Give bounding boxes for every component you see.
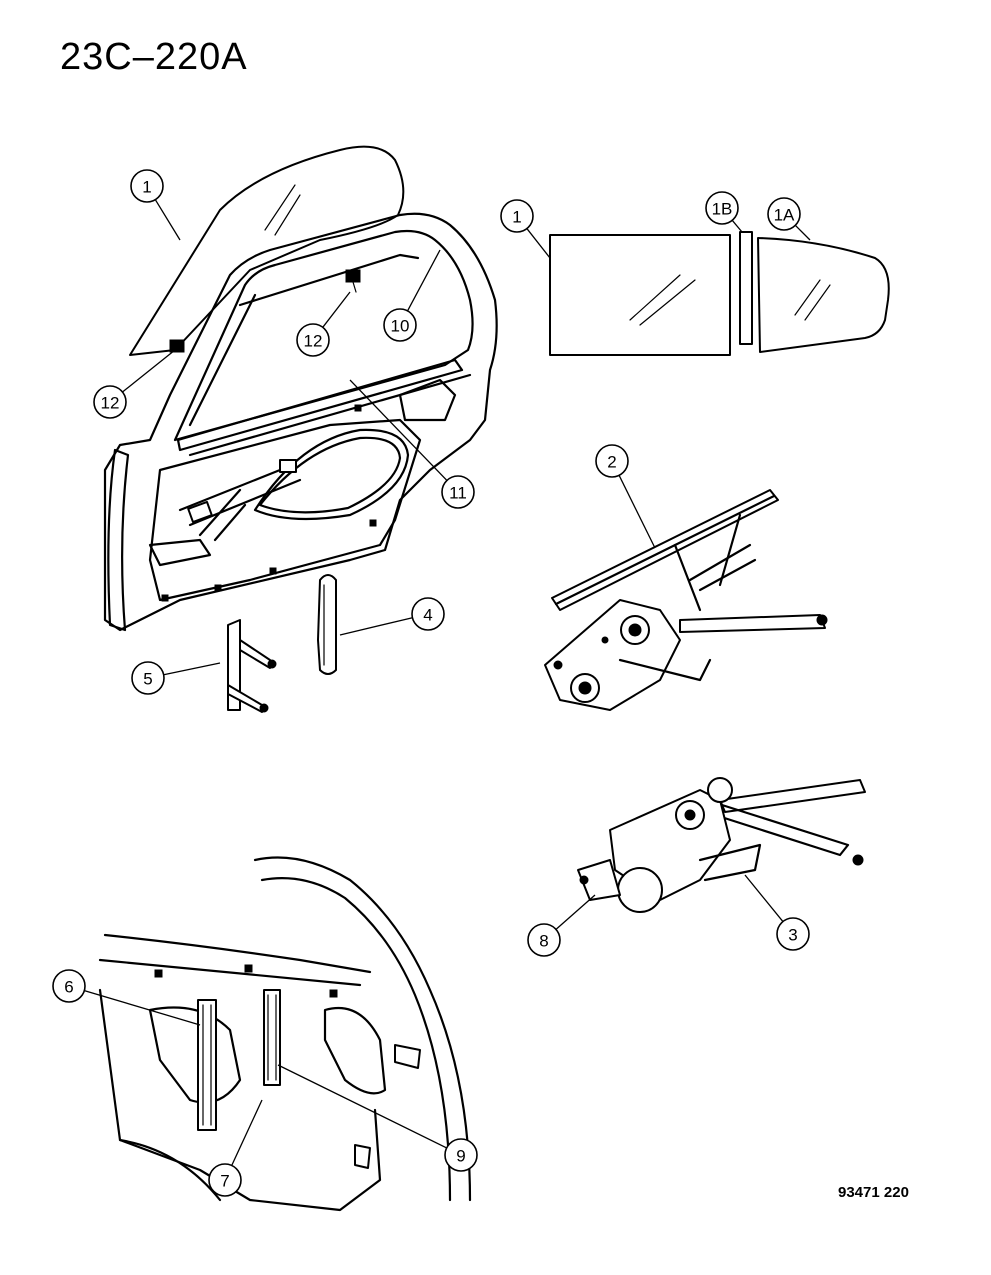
figure-number: 93471 220 — [838, 1184, 909, 1201]
callout-leader-line — [231, 1099, 263, 1166]
callout-leader-line — [794, 224, 811, 241]
callout-label: 12 — [304, 332, 323, 351]
door-inner-panel-drawing — [98, 856, 472, 1212]
callout-label: 4 — [423, 606, 432, 625]
callout-circle — [296, 323, 330, 357]
regulator-motor-drawing — [577, 777, 866, 913]
callout-circle — [52, 969, 86, 1003]
callout-circle — [705, 191, 739, 225]
callout-leader-line — [339, 617, 413, 636]
callout-label: 2 — [607, 453, 616, 472]
callout-circle — [93, 385, 127, 419]
callout-1: 1 — [500, 199, 551, 259]
callout-circle — [500, 199, 534, 233]
callout-circle — [444, 1138, 478, 1172]
callout-1A: 1A — [767, 197, 811, 241]
callout-label: 6 — [64, 978, 73, 997]
callout-label: 1A — [774, 206, 795, 225]
callout-leader-line — [526, 228, 551, 259]
callout-leader-line — [122, 349, 176, 393]
callout-label: 1 — [512, 208, 521, 227]
callout-leader-line — [406, 249, 441, 312]
diagram-id: 23C–220A — [60, 36, 248, 78]
callout-leader-line — [322, 291, 351, 328]
callout-12: 12 — [93, 349, 176, 419]
callout-label: 8 — [539, 932, 548, 951]
callout-circle — [411, 597, 445, 631]
callout-label: 7 — [220, 1172, 229, 1191]
callout-9: 9 — [277, 1064, 478, 1172]
callout-leader-line — [84, 989, 201, 1026]
callout-label: 12 — [101, 394, 120, 413]
callout-1: 1 — [130, 169, 181, 241]
callout-circle — [131, 661, 165, 695]
callout-circle — [595, 444, 629, 478]
callout-11: 11 — [349, 379, 475, 509]
callout-layer: 1 12 12 10 11 5 4 1 1B 1A 2 8 3 6 7 9 — [52, 169, 811, 1197]
callout-leader-line — [349, 379, 448, 481]
callout-circle — [767, 197, 801, 231]
callout-leader-line — [163, 662, 221, 676]
window-regulator-drawing — [544, 489, 828, 711]
callout-leader-line — [277, 1064, 447, 1149]
glass-exploded-drawing — [549, 231, 890, 356]
callout-circle — [130, 169, 164, 203]
callout-7: 7 — [208, 1099, 263, 1197]
callout-6: 6 — [52, 969, 201, 1026]
callout-8: 8 — [527, 894, 596, 957]
callout-label: 1 — [142, 178, 151, 197]
callout-12: 12 — [296, 291, 351, 357]
callout-leader-line — [618, 475, 656, 549]
callout-label: 1B — [712, 200, 733, 219]
callout-label: 3 — [788, 926, 797, 945]
callout-1B: 1B — [705, 191, 743, 233]
callout-leader-line — [731, 219, 743, 233]
callout-label: 10 — [391, 317, 410, 336]
guide-bracket-drawing — [227, 619, 277, 713]
callout-3: 3 — [744, 874, 810, 951]
callout-leader-line — [154, 199, 181, 241]
callout-label: 9 — [456, 1147, 465, 1166]
callout-circle — [441, 475, 475, 509]
callout-4: 4 — [339, 597, 445, 636]
glass-run-channel-drawing — [317, 574, 337, 675]
callout-label: 11 — [449, 484, 467, 503]
callout-label: 5 — [143, 670, 152, 689]
door-assembly-drawing — [103, 145, 498, 632]
callout-circle — [776, 917, 810, 951]
callout-2: 2 — [595, 444, 656, 549]
callout-leader-line — [744, 874, 784, 922]
callout-10: 10 — [383, 249, 441, 342]
callout-circle — [527, 923, 561, 957]
callout-leader-line — [555, 894, 596, 930]
callout-5: 5 — [131, 661, 221, 695]
callout-circle — [383, 308, 417, 342]
callout-circle — [208, 1163, 242, 1197]
